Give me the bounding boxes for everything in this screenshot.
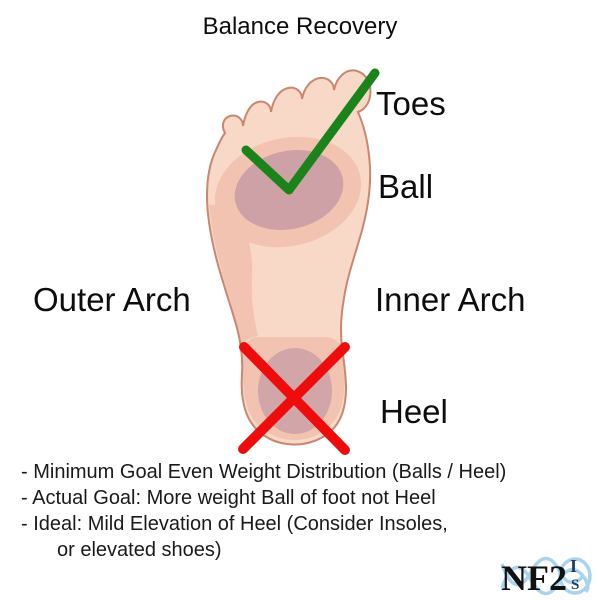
note-minimum-goal: - Minimum Goal Even Weight Distribution … xyxy=(21,461,507,483)
label-heel: Heel xyxy=(380,393,448,430)
label-ball: Ball xyxy=(378,168,434,205)
logo-sub-bottom: S xyxy=(571,577,579,593)
goal-notes: - Minimum Goal Even Weight Distribution … xyxy=(21,459,591,563)
label-outer-arch: Outer Arch xyxy=(33,281,191,318)
note-actual-goal: - Actual Goal: More weight Ball of foot … xyxy=(21,487,436,509)
dna-helix-icon xyxy=(500,556,592,596)
nf2-logo: NF2 I S xyxy=(499,550,595,598)
note-ideal-goal: - Ideal: Mild Elevation of Heel (Conside… xyxy=(21,513,448,535)
note-ideal-goal-continued: or elevated shoes) xyxy=(57,539,222,561)
logo-main-text: NF2 xyxy=(501,558,567,598)
checkmark-icon xyxy=(241,68,380,195)
page-title: Balance Recovery xyxy=(202,13,398,40)
label-inner-arch: Inner Arch xyxy=(375,281,526,318)
cross-icon xyxy=(238,342,350,455)
label-toes: Toes xyxy=(376,85,446,122)
logo-sub-top: I xyxy=(570,556,577,576)
foot-outline-stroke xyxy=(205,69,372,446)
